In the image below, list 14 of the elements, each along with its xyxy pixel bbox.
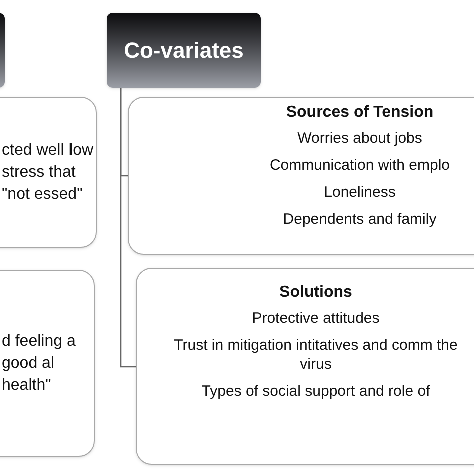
header-title: Co-variates (124, 37, 244, 65)
list-item: Communication with emplo (270, 156, 450, 175)
list-item: Trust in mitigation intitatives and comm the virus (173, 336, 459, 374)
list-item: Types of social support and role of (202, 382, 430, 401)
box-heading: Solutions (280, 283, 352, 302)
list-item: Loneliness (324, 183, 396, 202)
box-text: cted well low stress that "not essed" (2, 140, 94, 204)
box-heading: Sources of Tension (286, 103, 434, 122)
header-box (107, 13, 261, 88)
connector-line (120, 88, 136, 368)
list-item: Worries about jobs (298, 129, 422, 148)
list-item: Dependents and family (283, 210, 437, 229)
box-text: d feeling a good al health" (2, 332, 77, 396)
list-item: Protective attitudes (252, 309, 380, 328)
